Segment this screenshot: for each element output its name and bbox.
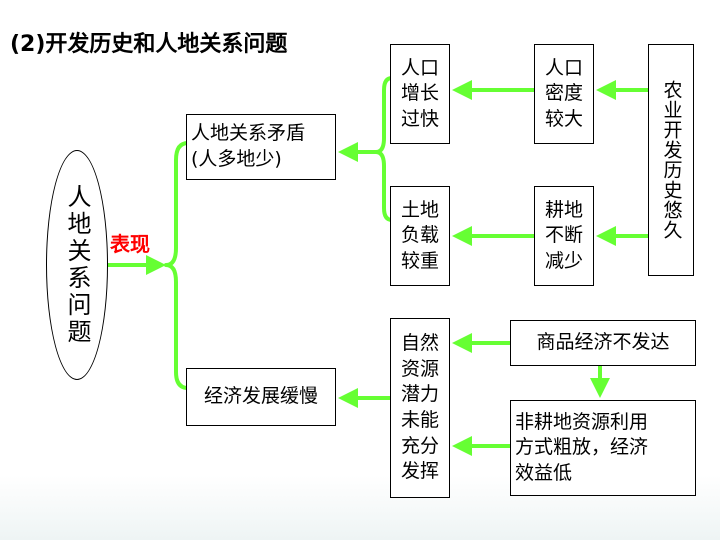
node-contradiction-label: 人地关系矛盾 (人多地少) <box>191 122 306 170</box>
node-contradiction: 人地关系矛盾 (人多地少) <box>186 114 336 180</box>
node-land-burden: 土地 负载 较重 <box>390 186 450 286</box>
node-pop-density-label: 人口 密度 较大 <box>544 56 583 130</box>
page-title: (2)开发历史和人地关系问题 <box>10 32 288 57</box>
node-non-farmland-use: 非耕地资源利用 方式粗放，经济 效益低 <box>510 400 696 496</box>
node-agri-history-label: 农业开发历史悠久 <box>660 80 683 240</box>
node-resource-potential: 自然 资源 潜力 未能 充分 发挥 <box>390 318 450 498</box>
relation-label: 表现 <box>110 232 150 256</box>
central-node: 人地关系问题 <box>46 150 108 380</box>
node-commodity-economy: 商品经济不发达 <box>510 320 696 366</box>
node-agri-history: 农业开发历史悠久 <box>648 44 694 276</box>
node-non-farmland-use-label: 非耕地资源利用 方式粗放，经济 效益低 <box>515 410 649 484</box>
node-slow-economy-label: 经济发展缓慢 <box>203 385 318 408</box>
central-node-label: 人地关系问题 <box>63 184 91 346</box>
node-pop-growth-label: 人口 增长 过快 <box>400 56 439 130</box>
node-pop-growth: 人口 增长 过快 <box>390 44 450 144</box>
node-commodity-economy-label: 商品经济不发达 <box>536 331 670 354</box>
node-land-burden-label: 土地 负载 较重 <box>400 198 439 272</box>
node-resource-potential-label: 自然 资源 潜力 未能 充分 发挥 <box>400 332 439 483</box>
brace-main <box>164 141 190 390</box>
node-pop-density: 人口 密度 较大 <box>534 44 594 144</box>
node-slow-economy: 经济发展缓慢 <box>186 368 336 426</box>
node-farmland-decrease-label: 耕地 不断 减少 <box>544 198 583 272</box>
node-farmland-decrease: 耕地 不断 减少 <box>534 186 594 286</box>
